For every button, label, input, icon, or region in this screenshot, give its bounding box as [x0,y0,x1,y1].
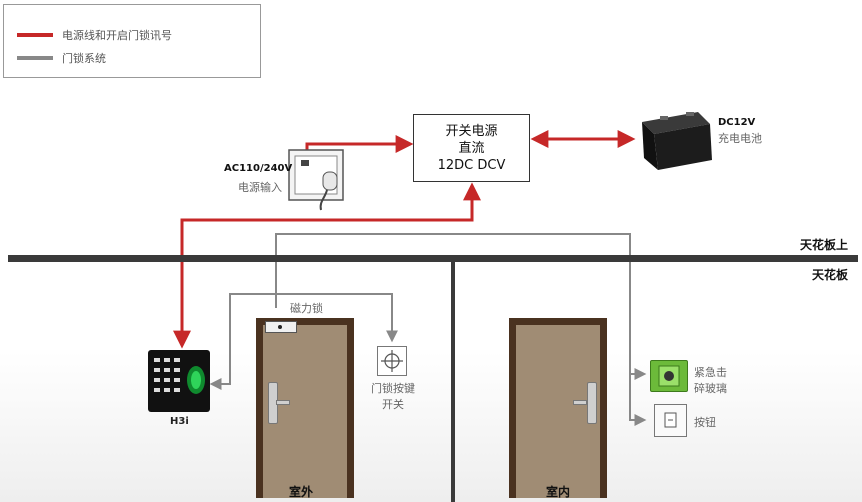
mag-lock-label: 磁力锁 [290,302,323,315]
push-button-label: 按钮 [694,416,716,429]
psu-line-2: 直流 [458,141,485,156]
emergency-break-glass [650,360,688,392]
power-supply-box: 开关电源 直流 12DC DCV [413,114,530,182]
legend-lock-label: 门锁系统 [62,52,106,65]
power-socket-icon [288,149,344,211]
crosshair-icon [381,350,403,372]
outdoor-label: 室外 [289,485,314,499]
battery-label-1: DC12V [718,117,756,128]
battery-label-2: 充电电池 [718,132,762,145]
psu-line-1: 开关电源 [445,124,498,139]
partition-wall [451,262,455,502]
psu-to-reader-wire [173,186,474,349]
indoor-door [509,318,607,498]
push-button [654,404,687,437]
legend-power-line-swatch [17,33,53,37]
above-ceiling-label: 天花板上 [800,238,849,252]
indoor-label: 室内 [546,485,571,499]
emergency-label: 紧急击 碎玻璃 [694,366,727,395]
psu-line-3: 12DC DCV [437,158,506,173]
exit-button [377,346,407,376]
legend-power-label: 电源线和开启门锁讯号 [62,29,172,42]
legend-lock-line-swatch [17,56,53,60]
door-handle-icon [587,382,597,424]
ac-input-label-1: AC110/240V [224,163,293,174]
lock-to-push-button-wire [629,374,647,426]
exit-button-label: 门锁按键 开关 [371,382,415,411]
keypad-icon [154,358,205,394]
legend: 电源线和开启门锁讯号 门锁系统 [3,4,261,78]
mag-lock-icon [265,321,297,333]
ac-input-label-2: 电源输入 [238,181,282,194]
outdoor-door [256,318,354,498]
break-glass-icon [658,365,680,387]
ceiling-label: 天花板 [812,268,849,282]
h3i-reader [148,350,210,412]
battery-icon [642,112,712,170]
push-button-icon [664,412,677,428]
ceiling-board [8,255,858,262]
reader-label: H3i [170,416,189,427]
